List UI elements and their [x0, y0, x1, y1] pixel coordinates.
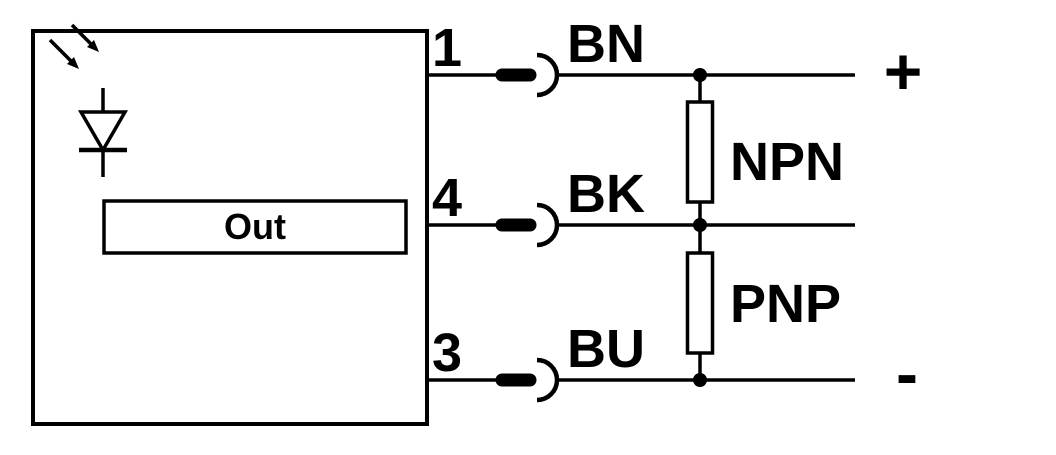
output-label: Out [224, 206, 286, 247]
sensor-body [31, 29, 429, 426]
negative-terminal-label: - [896, 336, 918, 410]
wire-color-label: BK [567, 164, 645, 224]
output-box [102, 199, 408, 255]
junction-dot [693, 68, 707, 82]
pnp-load-resistor [685, 251, 715, 355]
wire-color-label: BN [567, 14, 645, 74]
pin-number: 4 [432, 168, 462, 228]
pnp-label: PNP [730, 274, 841, 334]
wire-color-label: BU [567, 319, 645, 379]
pin-number: 1 [432, 18, 462, 78]
junction-dot [693, 218, 707, 232]
plug-connector-icon [495, 52, 560, 98]
plug-connector-icon [495, 357, 560, 403]
diode-triangle [77, 110, 129, 154]
pin-number: 3 [432, 323, 462, 383]
load-branch: NPN PNP [685, 68, 844, 387]
wire-pin1-bn: 1 BN [427, 14, 855, 98]
light-arrow-icon [48, 38, 79, 69]
npn-label: NPN [730, 132, 844, 192]
positive-terminal-label: + [884, 34, 923, 108]
connector-socket [536, 202, 560, 248]
npn-load-resistor [685, 100, 715, 204]
light-arrow-icon [70, 23, 99, 52]
connector-socket [536, 357, 560, 403]
connector-socket [536, 52, 560, 98]
plug-connector-icon [495, 202, 560, 248]
led-photodiode-icon [48, 23, 129, 177]
wire-pin3-bu: 3 BU [427, 319, 855, 403]
junction-dot [693, 373, 707, 387]
